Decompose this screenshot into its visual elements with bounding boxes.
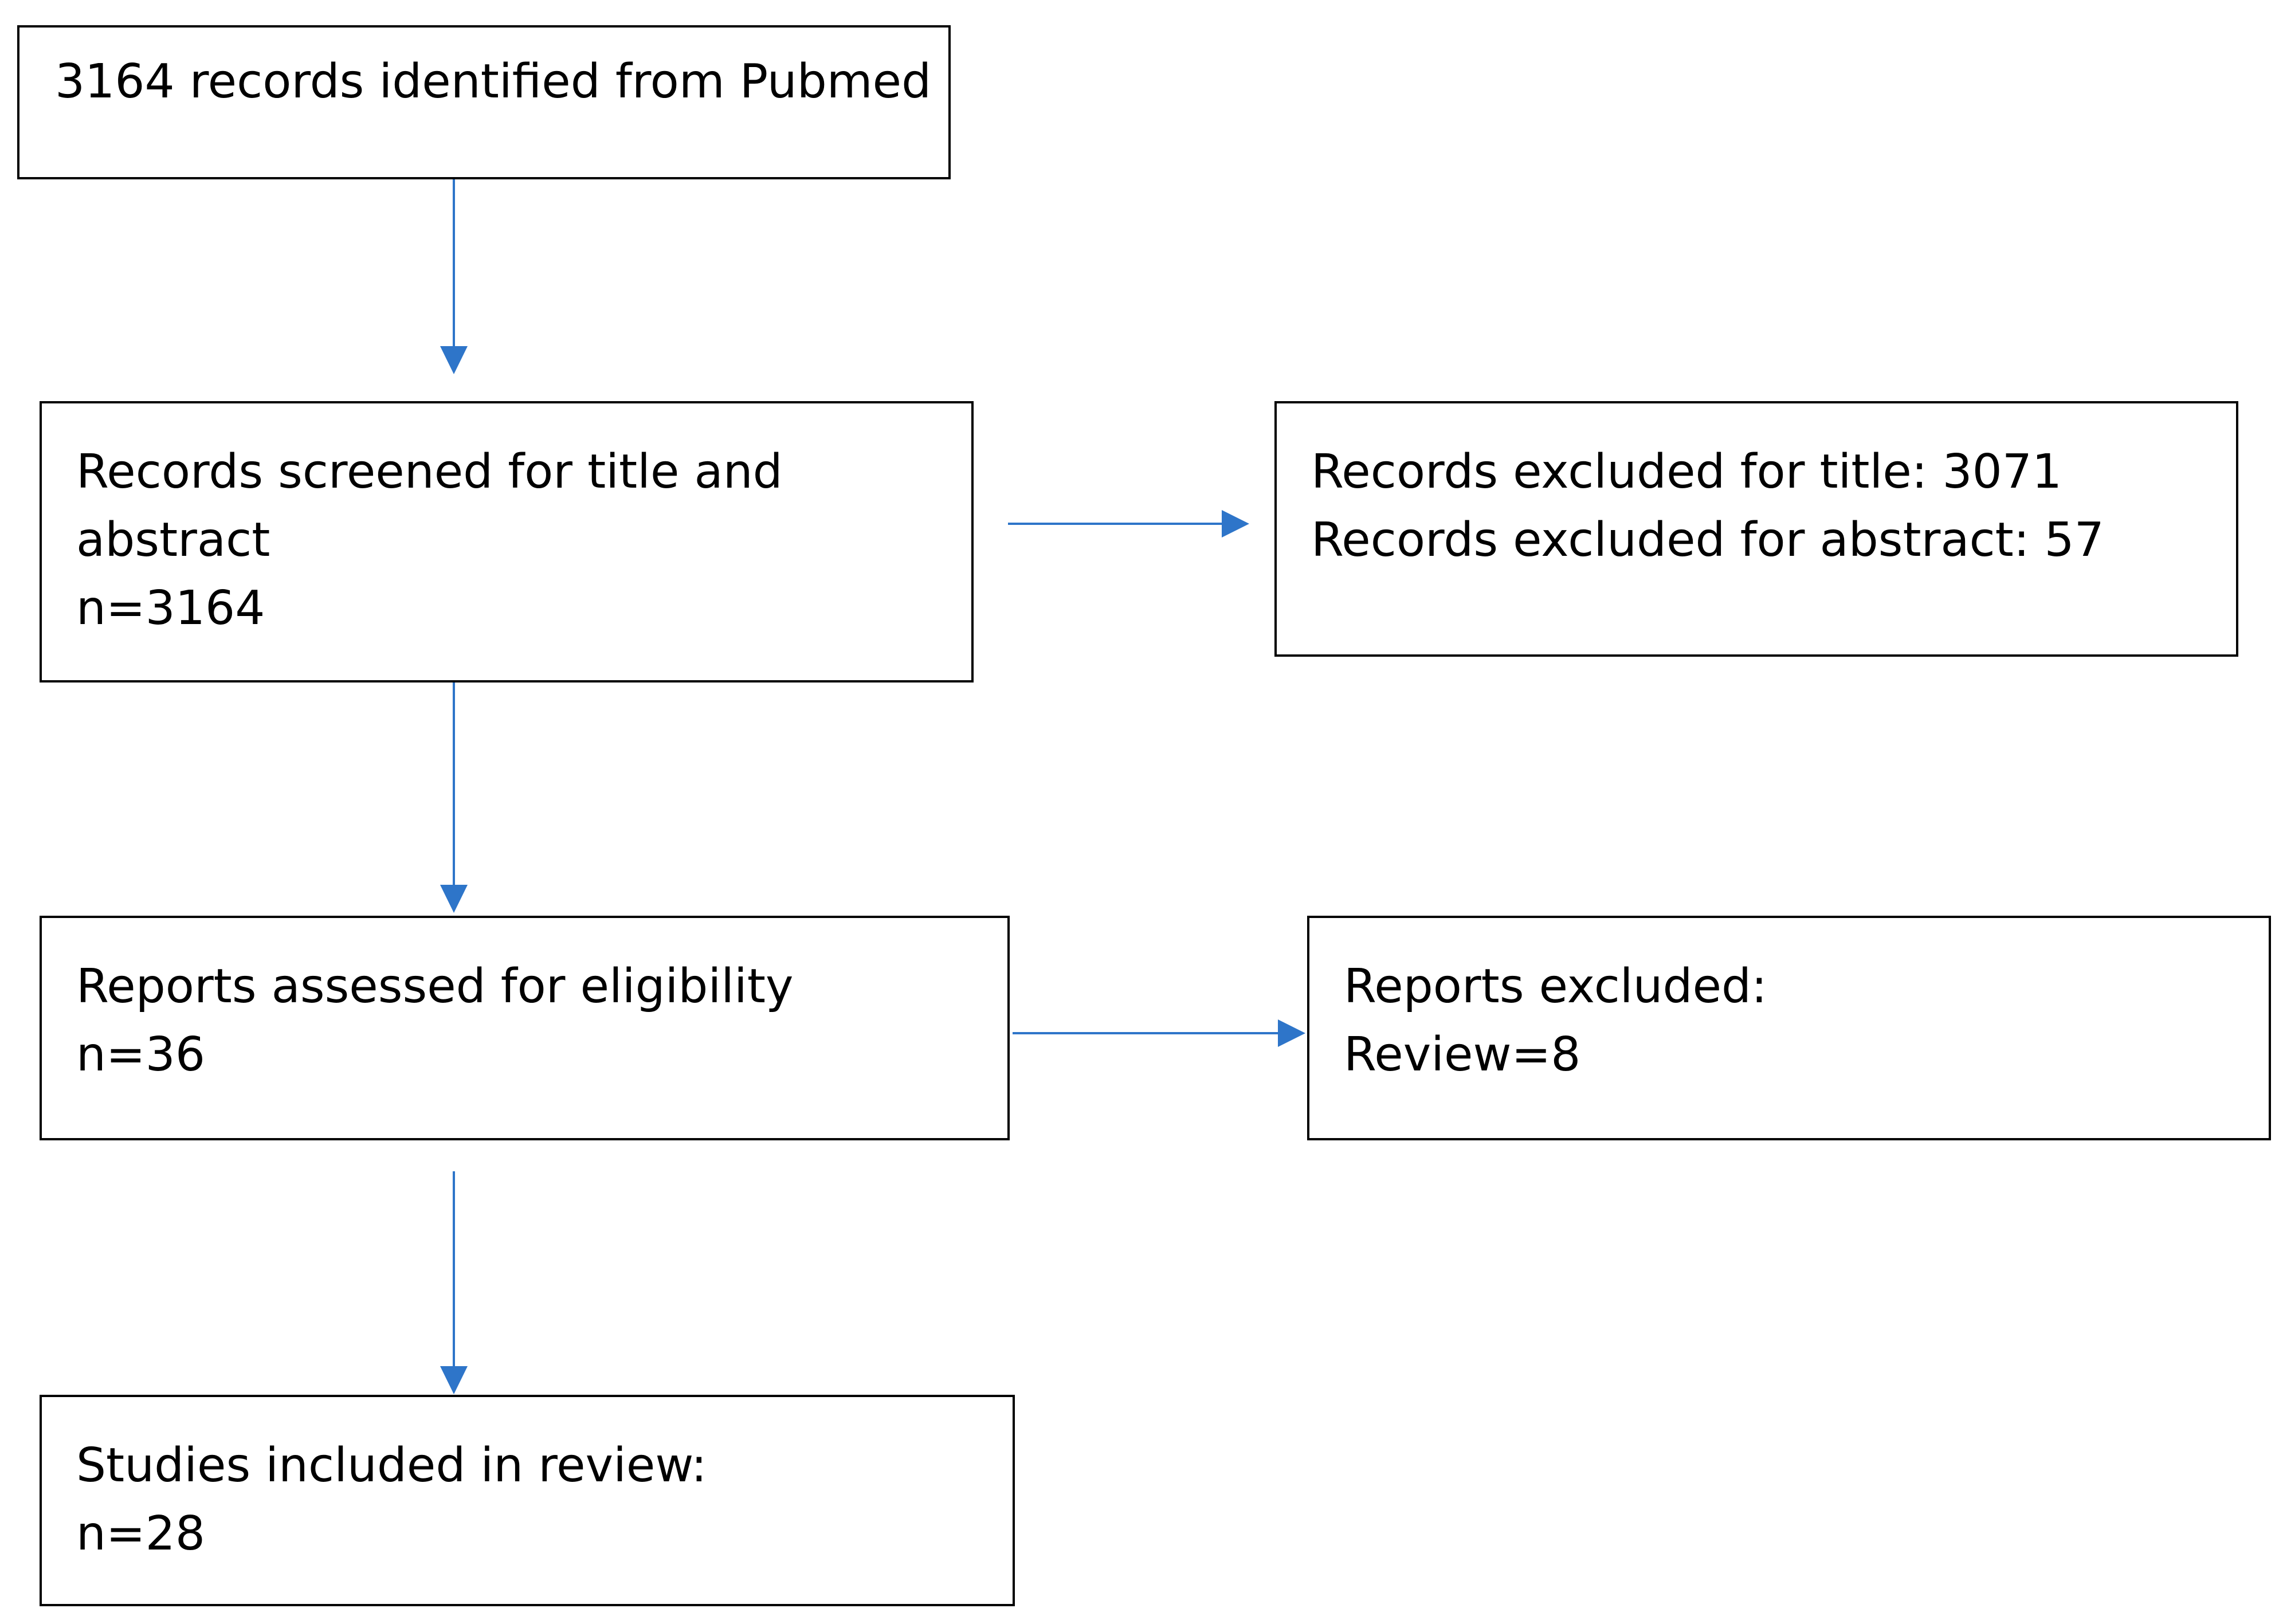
records-identified-text: 3164 records identified from Pubmed [55, 54, 932, 109]
arrow-screened-to-assessed [440, 682, 468, 913]
arrow-identified-to-screened [440, 179, 468, 374]
arrow-screened-to-excluded [1008, 510, 1249, 538]
studies-included-box: Studies included in review: n=28 [40, 1395, 1015, 1606]
reports-assessed-box: Reports assessed for eligibility n=36 [40, 916, 1010, 1140]
reports-excluded-review-count: Review=8 [1344, 1027, 1581, 1082]
arrow-assessed-to-included [440, 1171, 468, 1394]
reports-excluded-text: Reports excluded: [1344, 959, 1767, 1014]
records-screened-count: n=3164 [76, 581, 265, 636]
arrow-assessed-to-excluded [1013, 1019, 1305, 1047]
reports-assessed-count: n=36 [76, 1027, 206, 1082]
studies-included-text: Studies included in review: [76, 1438, 707, 1493]
records-identified-box: 3164 records identified from Pubmed [17, 25, 951, 179]
reports-excluded-box: Reports excluded: Review=8 [1307, 916, 2271, 1140]
records-excluded-abstract-count: Records excluded for abstract: 57 [1311, 513, 2104, 567]
reports-assessed-text: Reports assessed for eligibility [76, 959, 794, 1014]
studies-included-count: n=28 [76, 1507, 206, 1561]
records-excluded-title-count: Records excluded for title: 3071 [1311, 445, 2062, 499]
records-screened-text-line-2: abstract [76, 513, 270, 567]
records-excluded-box: Records excluded for title: 3071 Records… [1274, 401, 2238, 657]
records-screened-box: Records screened for title and abstract … [40, 401, 974, 682]
records-screened-text-line-1: Records screened for title and [76, 445, 783, 499]
